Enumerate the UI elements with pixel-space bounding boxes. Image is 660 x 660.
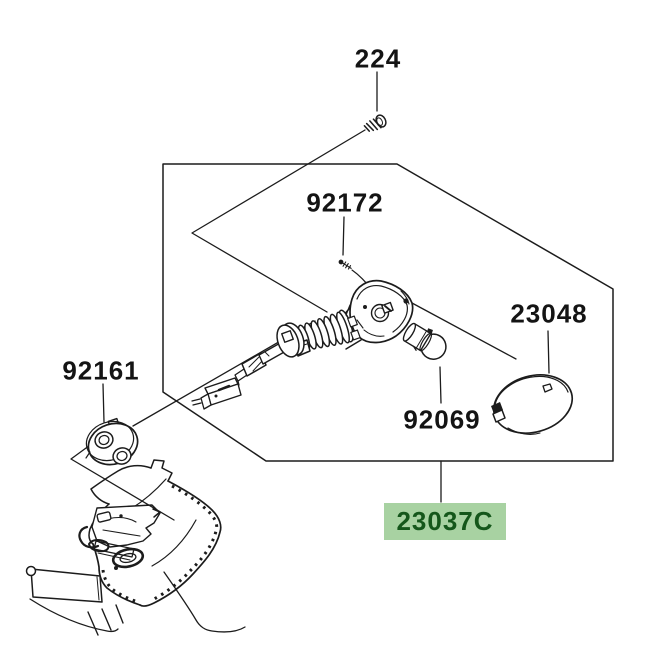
fender-sketch xyxy=(25,459,246,636)
screw-92172-icon xyxy=(338,259,352,270)
wiring-stalk xyxy=(191,341,287,410)
signal-housing xyxy=(345,279,414,344)
part-label-224: 224 xyxy=(354,43,402,74)
leader-92069 xyxy=(439,366,442,404)
leader-92172 xyxy=(342,216,345,256)
part-label-92069: 92069 xyxy=(403,404,481,435)
part-label-23037c-highlighted[interactable]: 23037C xyxy=(384,503,506,540)
pointer-224 xyxy=(191,129,366,313)
part-label-92172: 92172 xyxy=(306,187,384,218)
part-label-92161: 92161 xyxy=(62,355,140,386)
assembly-box-outline xyxy=(162,163,614,462)
lens-23048-icon xyxy=(491,374,574,435)
leader-92161 xyxy=(102,383,105,423)
bulb-92069-icon xyxy=(402,322,447,360)
pointer-lens xyxy=(411,302,517,360)
screw-224-icon xyxy=(363,114,387,132)
leader-lines xyxy=(70,71,550,521)
leader-23048 xyxy=(547,330,550,374)
stem-and-boot xyxy=(276,300,362,358)
grommet-92161-icon xyxy=(85,417,139,466)
part-label-23048: 23048 xyxy=(510,298,588,329)
